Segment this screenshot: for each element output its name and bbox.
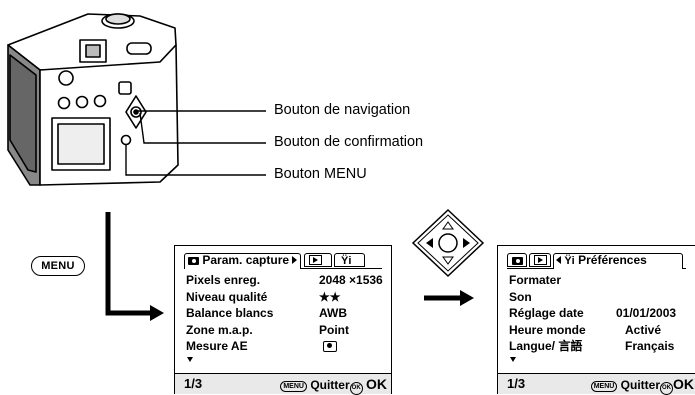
- camera-icon: [188, 257, 199, 265]
- ok-key-small-icon: OK: [349, 382, 363, 395]
- menu-row: Son: [509, 289, 687, 306]
- tab-setup: Ÿi: [334, 253, 365, 267]
- playback-icon: [534, 255, 547, 265]
- callout-confirm-button: Bouton de confirmation: [274, 134, 424, 150]
- tab-capture: Param. capture: [184, 253, 301, 269]
- four-way-selector-diagram: [411, 208, 485, 278]
- row-value: 01/01/2003: [616, 306, 677, 320]
- row-label: Réglage date: [509, 306, 584, 320]
- tab-capture: [507, 253, 527, 267]
- footer-quit-label: Quitter: [310, 378, 350, 392]
- menu-row: Formater: [509, 272, 687, 289]
- callout-menu-button: Bouton MENU: [274, 166, 367, 182]
- footer-quit-label: Quitter: [620, 378, 660, 392]
- menu-row: Balance blancs AWB: [186, 305, 383, 322]
- tab-preferences: Ÿi Préférences: [553, 253, 683, 269]
- menu-row: Langue/ 言語 Français: [509, 338, 687, 355]
- row-label: Mesure AE: [186, 339, 248, 353]
- row-value: 2048 ×1536: [319, 273, 383, 287]
- ok-key-small-icon: OK: [660, 382, 673, 395]
- menu-key-small-icon: MENU: [590, 381, 618, 392]
- menu-key-icon: MENU: [31, 256, 85, 276]
- row-label: Balance blancs: [186, 306, 274, 320]
- camera-icon: [512, 257, 523, 265]
- tab-preferences-label: Préférences: [578, 253, 647, 267]
- row-label: Formater: [509, 273, 562, 287]
- tab-playback: [304, 253, 332, 267]
- setup-icon: Ÿi: [564, 255, 575, 267]
- menu-row: Zone m.a.p. Point: [186, 322, 383, 339]
- menu-row: Niveau qualité ★★: [186, 289, 383, 306]
- page-indicator: 1/3: [507, 376, 526, 391]
- camera-illustration: [7, 13, 179, 186]
- setup-icon: Ÿi: [341, 255, 352, 267]
- row-value: Français: [625, 339, 675, 353]
- scroll-down-icon: [510, 357, 516, 362]
- row-value: ★★: [319, 289, 341, 304]
- page-indicator: 1/3: [184, 376, 203, 391]
- row-label: Langue/ 言語: [509, 339, 583, 353]
- row-value: AWB: [319, 306, 347, 320]
- row-value: Point: [319, 322, 349, 337]
- left-arrow-icon: [556, 256, 561, 264]
- scroll-down-icon: [187, 357, 193, 362]
- metering-icon: [323, 341, 337, 352]
- screen-preferences-menu: Ÿi Préférences Formater Son Réglage date…: [497, 245, 695, 395]
- row-label: Pixels enreg.: [186, 273, 261, 287]
- tab-playback: [529, 253, 551, 267]
- row-label: Niveau qualité: [186, 289, 268, 304]
- row-label: Zone m.a.p.: [186, 322, 253, 337]
- playback-icon: [309, 255, 322, 265]
- row-label: Son: [509, 289, 532, 304]
- tab-capture-label: Param. capture: [202, 253, 290, 267]
- right-arrow-icon: [292, 256, 298, 264]
- screen-capture-menu: Param. capture Ÿi Pixels enreg. 2048 ×153…: [174, 245, 392, 395]
- menu-row: Mesure AE: [186, 338, 383, 355]
- footer-ok-label: OK: [673, 376, 694, 392]
- menu-key-small-icon: MENU: [280, 381, 307, 392]
- menu-row: Réglage date 01/01/2003: [509, 305, 687, 322]
- row-label: Heure monde: [509, 322, 586, 337]
- footer-ok-label: OK: [366, 376, 387, 392]
- menu-row: Pixels enreg. 2048 ×1536: [186, 272, 383, 289]
- menu-row: Heure monde Activé: [509, 322, 687, 339]
- row-value: Activé: [625, 322, 662, 337]
- callout-navigation-button: Bouton de navigation: [274, 102, 411, 118]
